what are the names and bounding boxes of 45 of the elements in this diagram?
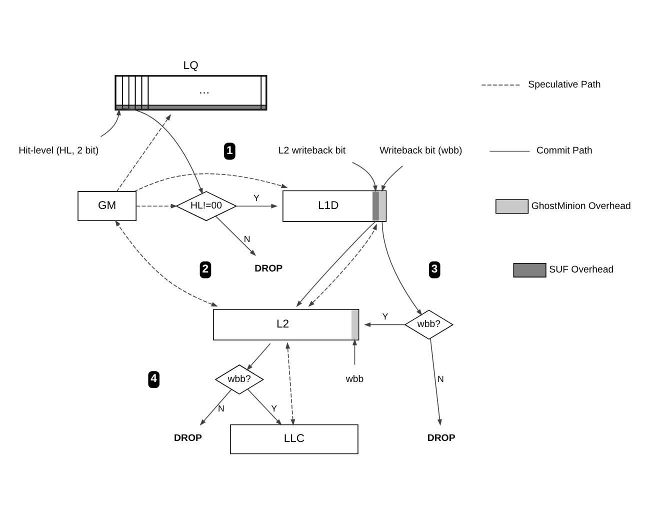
edge-label: N [437,373,444,384]
arrow [200,388,232,426]
arrow [352,161,378,192]
node-box: GM [78,190,136,221]
arrow [100,108,121,137]
arrow [122,108,203,194]
edge-label: N [244,234,250,244]
edge-label: Y [253,192,260,203]
arrow [247,388,282,425]
node-text: L2 writeback bit [278,145,346,156]
node-text: DROP [427,432,456,444]
node-text: DROP [174,432,202,444]
arrow [364,322,406,326]
arrow [382,164,404,192]
legend-label: SUF Overhead [549,264,614,276]
arrow [308,223,377,306]
legend-label: GhostMinion Overhead [531,200,631,212]
node-text: Hit-level (HL, 2 bit) [18,145,99,156]
label: 4 [150,372,157,385]
arrow [382,220,422,316]
node-diamond: HL!=00 [175,190,238,221]
arrow [286,342,296,426]
arrow [296,220,376,307]
edge-label: Y [382,311,388,322]
arrow [430,338,442,426]
arrow [116,114,172,192]
label: 3 [431,262,438,275]
label: 1 [226,144,233,156]
node-text: DROP [254,263,283,274]
node-text: wbb [346,374,364,385]
legend-label: Speculative Path [528,79,601,90]
edge-label: N [218,403,224,414]
node-label: LQ [183,60,198,72]
arrow [246,342,271,370]
arrow [114,219,218,306]
node-text: Writeback bit (wbb) [380,145,462,156]
legend-label: Commit Path [536,145,592,156]
arrow [134,172,288,192]
arrow [352,338,357,365]
arrow [215,215,256,256]
node-box: LLC [230,424,358,454]
edge-label: Y [271,403,278,414]
label: 2 [202,262,209,275]
arrow [236,203,278,208]
arrow [136,203,178,208]
